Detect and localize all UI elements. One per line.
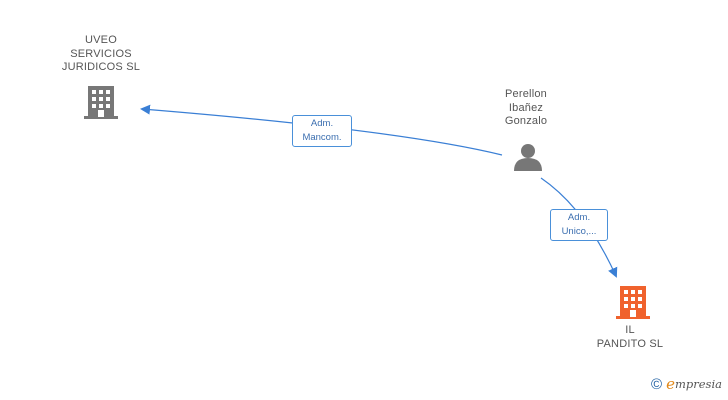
building-icon[interactable] [616,284,650,320]
building-icon[interactable] [84,84,118,120]
node-label-il-pandito[interactable]: IL PANDITO SL [596,324,664,350]
copyright-icon: © [651,375,663,393]
brand-logo-letter: e [666,375,675,393]
person-icon[interactable] [513,142,543,172]
relation-label-line: Mancom. [302,132,342,143]
relation-label-line: Adm. [567,212,591,223]
relation-label-adm-unico[interactable]: Adm. Unico,... [550,209,608,241]
node-label-perellon[interactable]: Perellon Ibañez Gonzalo [504,88,548,127]
relation-label-adm-mancom[interactable]: Adm. Mancom. [292,115,352,147]
brand-name: mpresia [674,377,722,391]
relation-label-line: Adm. [310,118,334,129]
edge-perellon-to-uveo [140,104,503,156]
relation-label-line: Unico,... [561,226,597,237]
node-label-uveo[interactable]: UVEO SERVICIOS JURIDICOS SL [61,34,141,73]
empresia-brand[interactable]: © e mpresia [651,375,722,393]
